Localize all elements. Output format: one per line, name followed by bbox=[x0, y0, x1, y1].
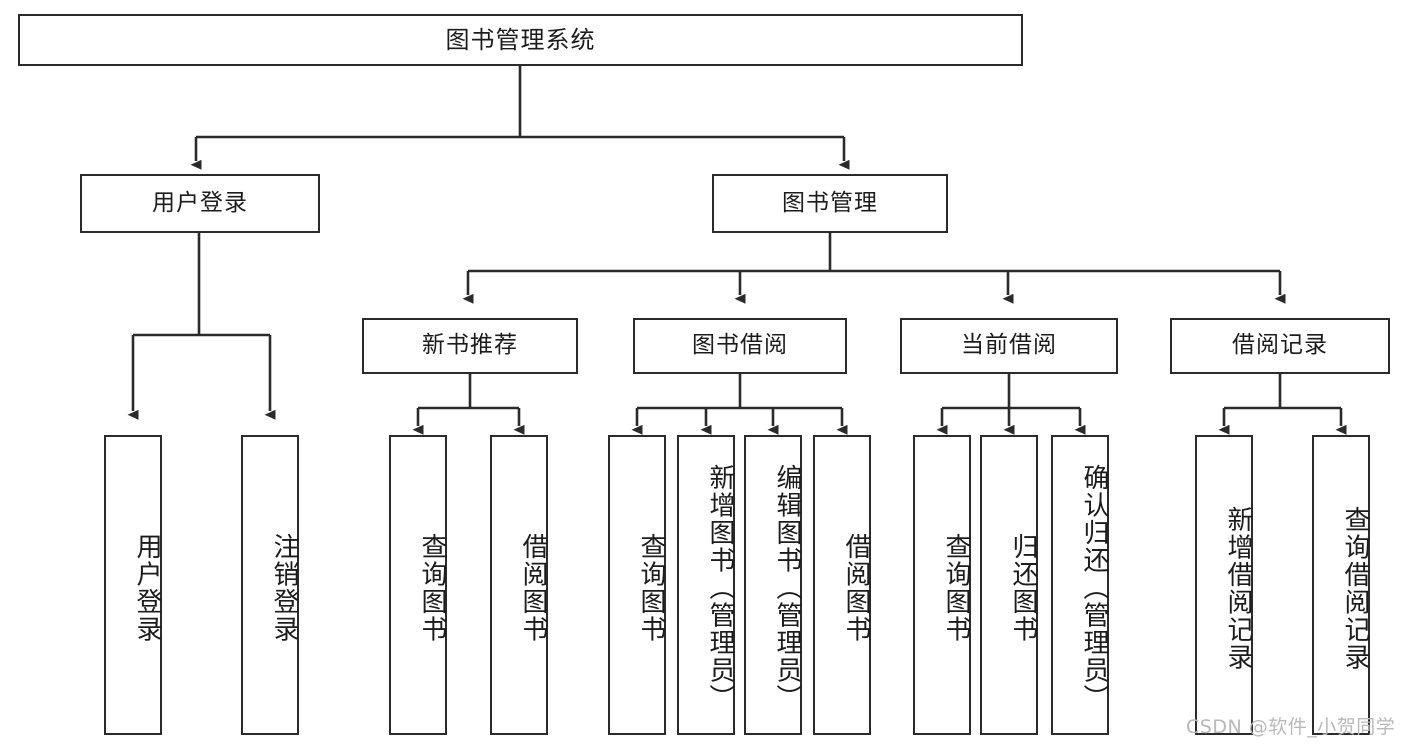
node-borrow-record[interactable]: 借阅记录 bbox=[1170, 318, 1390, 374]
leaf-label: 编辑图书（管理员） bbox=[772, 464, 802, 712]
leaf-label: 查询借阅记录 bbox=[1340, 505, 1370, 671]
leaf-label: 借阅图书 bbox=[841, 533, 871, 643]
leaf-confirm-return[interactable]: 确认归还（管理员） bbox=[1051, 435, 1109, 735]
leaf-label: 查询图书 bbox=[636, 533, 666, 643]
leaf-label: 归还图书 bbox=[1008, 533, 1038, 643]
leaf-label: 新增借阅记录 bbox=[1223, 505, 1253, 671]
leaf-label: 借阅图书 bbox=[518, 533, 548, 643]
node-user-login[interactable]: 用户登录 bbox=[80, 174, 320, 233]
leaf-query-book-1[interactable]: 查询图书 bbox=[389, 435, 447, 735]
leaf-label: 新增图书（管理员） bbox=[705, 464, 735, 712]
leaf-user-login[interactable]: 用户登录 bbox=[104, 435, 162, 735]
node-book-borrow[interactable]: 图书借阅 bbox=[633, 318, 847, 374]
leaf-logout-login[interactable]: 注销登录 bbox=[241, 435, 299, 735]
csdn-watermark: CSDN @软件_小贺同学 bbox=[1186, 716, 1396, 738]
leaf-label: 查询图书 bbox=[417, 533, 447, 643]
leaf-query-book-3[interactable]: 查询图书 bbox=[913, 435, 971, 735]
leaf-borrow-book-2[interactable]: 借阅图书 bbox=[813, 435, 871, 735]
leaf-label: 确认归还（管理员） bbox=[1079, 464, 1109, 712]
leaf-edit-book[interactable]: 编辑图书（管理员） bbox=[744, 435, 802, 735]
leaf-add-record[interactable]: 新增借阅记录 bbox=[1195, 435, 1253, 735]
node-root[interactable]: 图书管理系统 bbox=[18, 14, 1023, 66]
node-current-borrow[interactable]: 当前借阅 bbox=[900, 318, 1118, 374]
node-new-book-recommend[interactable]: 新书推荐 bbox=[362, 318, 578, 374]
leaf-add-book[interactable]: 新增图书（管理员） bbox=[677, 435, 735, 735]
leaf-query-record[interactable]: 查询借阅记录 bbox=[1312, 435, 1370, 735]
leaf-return-book[interactable]: 归还图书 bbox=[980, 435, 1038, 735]
leaf-label: 查询图书 bbox=[941, 533, 971, 643]
node-book-manage[interactable]: 图书管理 bbox=[712, 174, 948, 233]
leaf-query-book-2[interactable]: 查询图书 bbox=[608, 435, 666, 735]
leaf-borrow-book-1[interactable]: 借阅图书 bbox=[490, 435, 548, 735]
leaf-label: 注销登录 bbox=[269, 533, 299, 643]
leaf-label: 用户登录 bbox=[132, 533, 162, 643]
